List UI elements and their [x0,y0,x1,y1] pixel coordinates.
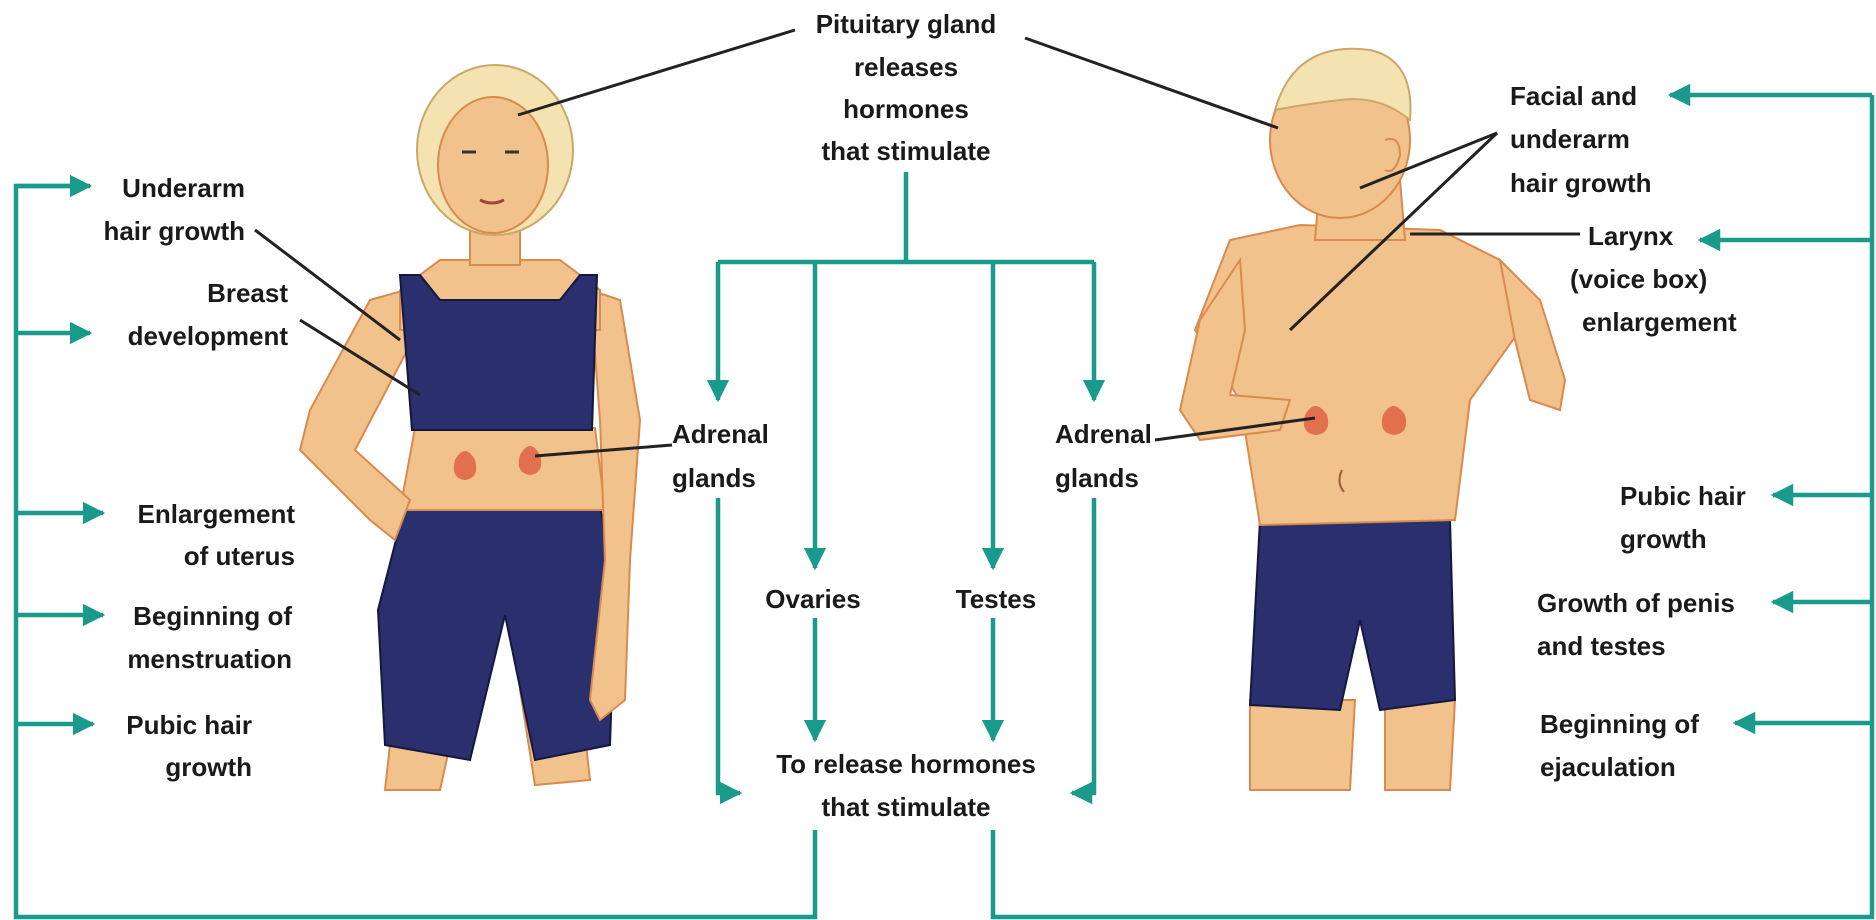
male-ejaculation-line-2: ejaculation [1540,752,1676,782]
male-larynx-line-3: enlargement [1582,307,1737,337]
male-larynx-line-1: Larynx [1588,221,1674,251]
ovaries-label: Ovaries [765,584,860,614]
testes-label: Testes [956,584,1036,614]
flow-adrenal-right-to-release [1072,498,1094,793]
male-facial-line-3: hair growth [1510,168,1652,198]
flow-adrenal-left-to-release [718,498,740,793]
female-midriff [400,428,605,510]
adrenal-right-line-1: Adrenal [1055,419,1152,449]
pituitary-line-2: releases [854,52,958,82]
female-menstruation-line-1: Beginning of [133,601,292,631]
pituitary-line-1: Pituitary gland [816,9,997,39]
male-facial-line-2: underarm [1510,124,1630,154]
adrenal-left-line-1: Adrenal [672,419,769,449]
female-uterus-line-2: of uterus [184,541,295,571]
female-labels: Underarm hair growth Breast development … [103,173,295,782]
male-figure [1180,49,1565,790]
female-figure [300,65,640,790]
female-shorts [378,505,615,760]
female-left-arm [300,290,410,540]
male-shorts [1250,520,1455,710]
male-penis-line-2: and testes [1537,631,1666,661]
male-pubic-line-1: Pubic hair [1620,481,1746,511]
leader-pituitary-male [1025,38,1278,128]
adrenal-left-line-2: glands [672,463,756,493]
female-underarm-line-2: hair growth [103,216,245,246]
center-labels: Adrenal glands Adrenal glands Ovaries Te… [672,419,1152,822]
male-larynx-line-2: (voice box) [1570,264,1707,294]
male-torso [1195,225,1520,525]
female-pubic-line-1: Pubic hair [126,710,252,740]
male-ejaculation-line-1: Beginning of [1540,709,1699,739]
female-breast-line-1: Breast [207,278,288,308]
release-line-1: To release hormones [776,749,1036,779]
female-pubic-line-2: growth [165,752,252,782]
female-face [438,97,548,233]
female-uterus-line-1: Enlargement [138,499,296,529]
pituitary-line-3: hormones [843,94,969,124]
male-labels: Facial and underarm hair growth Larynx (… [1510,81,1746,782]
male-legs [1250,700,1455,790]
release-line-2: that stimulate [821,792,990,822]
male-penis-line-1: Growth of penis [1537,588,1735,618]
adrenal-right-line-2: glands [1055,463,1139,493]
pituitary-label: Pituitary gland releases hormones that s… [816,9,997,166]
female-underarm-line-1: Underarm [122,173,245,203]
female-breast-line-2: development [128,321,289,351]
male-facial-line-1: Facial and [1510,81,1637,111]
pituitary-line-4: that stimulate [821,136,990,166]
male-pubic-line-2: growth [1620,524,1707,554]
leader-pituitary-female [518,30,795,115]
female-menstruation-line-2: menstruation [127,644,292,674]
